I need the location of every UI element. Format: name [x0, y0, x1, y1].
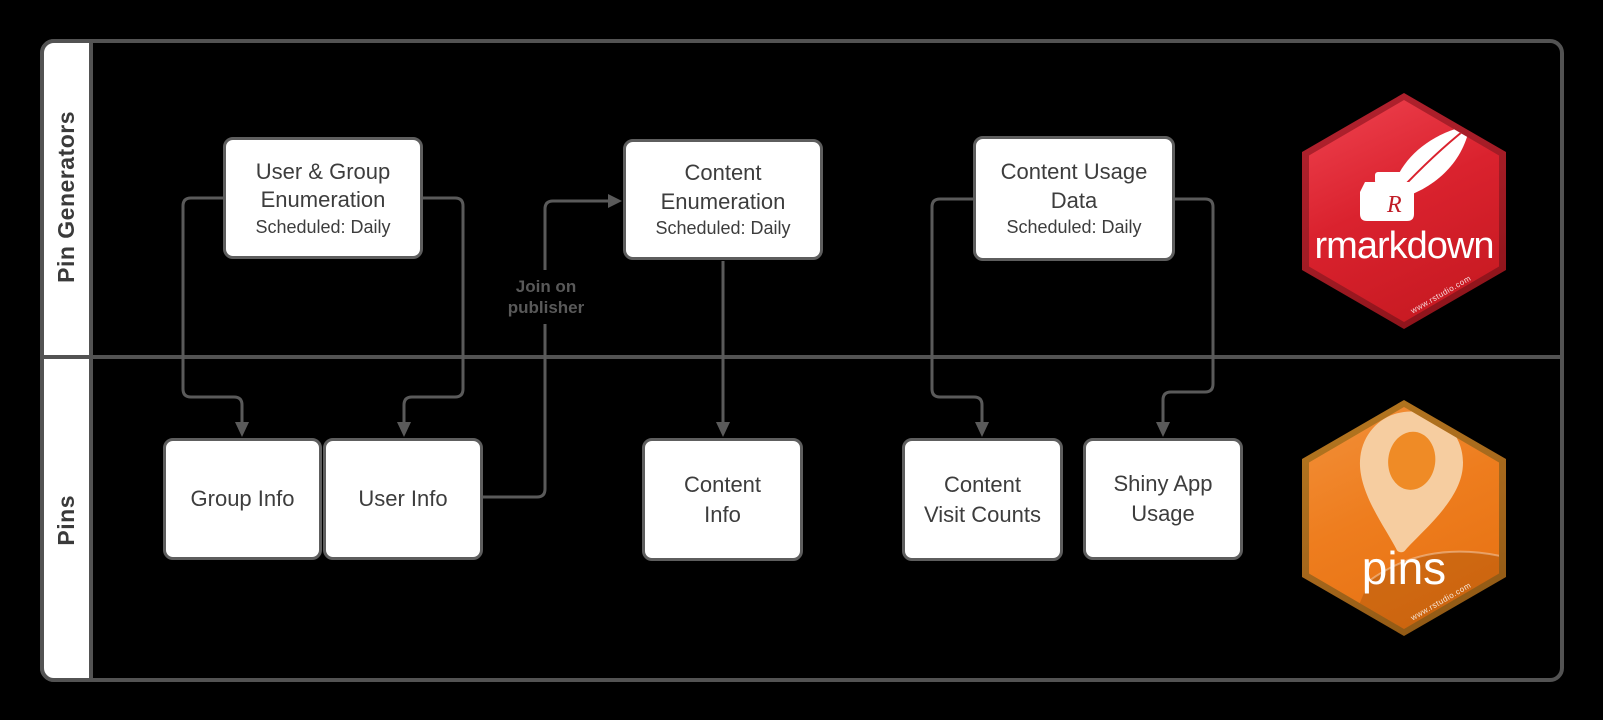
- join-on-publisher-label: Join on publisher: [495, 270, 597, 324]
- r-monogram: R: [1386, 192, 1402, 218]
- box-title: Content Enumeration: [660, 160, 786, 214]
- lane-label-strip: [40, 39, 93, 682]
- lane-pin-generators-label: Pin Generators: [53, 111, 79, 283]
- box-group-info: Group Info: [163, 438, 322, 560]
- box-subtitle: Scheduled: Daily: [1006, 217, 1142, 238]
- box-content-usage-data: Content Usage Data Scheduled: Daily: [973, 136, 1175, 261]
- box-subtitle: Scheduled: Daily: [655, 218, 791, 239]
- box-title: User & Group Enumeration: [255, 158, 391, 213]
- box-shiny-app-usage: Shiny App Usage: [1083, 438, 1243, 560]
- map-pin-icon: [1344, 407, 1473, 563]
- lane-pins-label: Pins: [53, 495, 79, 546]
- box-subtitle: Scheduled: Daily: [255, 216, 391, 237]
- box-label: User Info: [358, 486, 448, 512]
- box-content-info: Content Info: [642, 438, 803, 561]
- rmarkdown-logo-text: rmarkdown: [1314, 225, 1495, 267]
- box-content-visit-counts: Content Visit Counts: [902, 438, 1063, 561]
- box-user-info: User Info: [323, 438, 483, 560]
- box-title: Content Usage Data: [1000, 159, 1148, 213]
- lane-divider: [40, 355, 1564, 359]
- lane-pins: Pins: [40, 359, 93, 682]
- quill-inkwell-icon: R: [1339, 122, 1479, 230]
- box-label: Shiny App Usage: [1113, 471, 1213, 526]
- lane-pin-generators: Pin Generators: [40, 39, 93, 355]
- box-content-enumeration: Content Enumeration Scheduled: Daily: [623, 139, 823, 260]
- box-user-group-enumeration: User & Group Enumeration Scheduled: Dail…: [223, 137, 423, 259]
- rmarkdown-hex-logo: R rmarkdown www.rstudio.com: [1302, 93, 1506, 329]
- pins-hex-logo: pins www.rstudio.com: [1302, 400, 1506, 636]
- box-label: Content Visit Counts: [924, 471, 1041, 527]
- pins-logo-text: pins: [1361, 542, 1447, 594]
- box-label: Group Info: [190, 486, 295, 512]
- box-label: Content Info: [683, 471, 762, 527]
